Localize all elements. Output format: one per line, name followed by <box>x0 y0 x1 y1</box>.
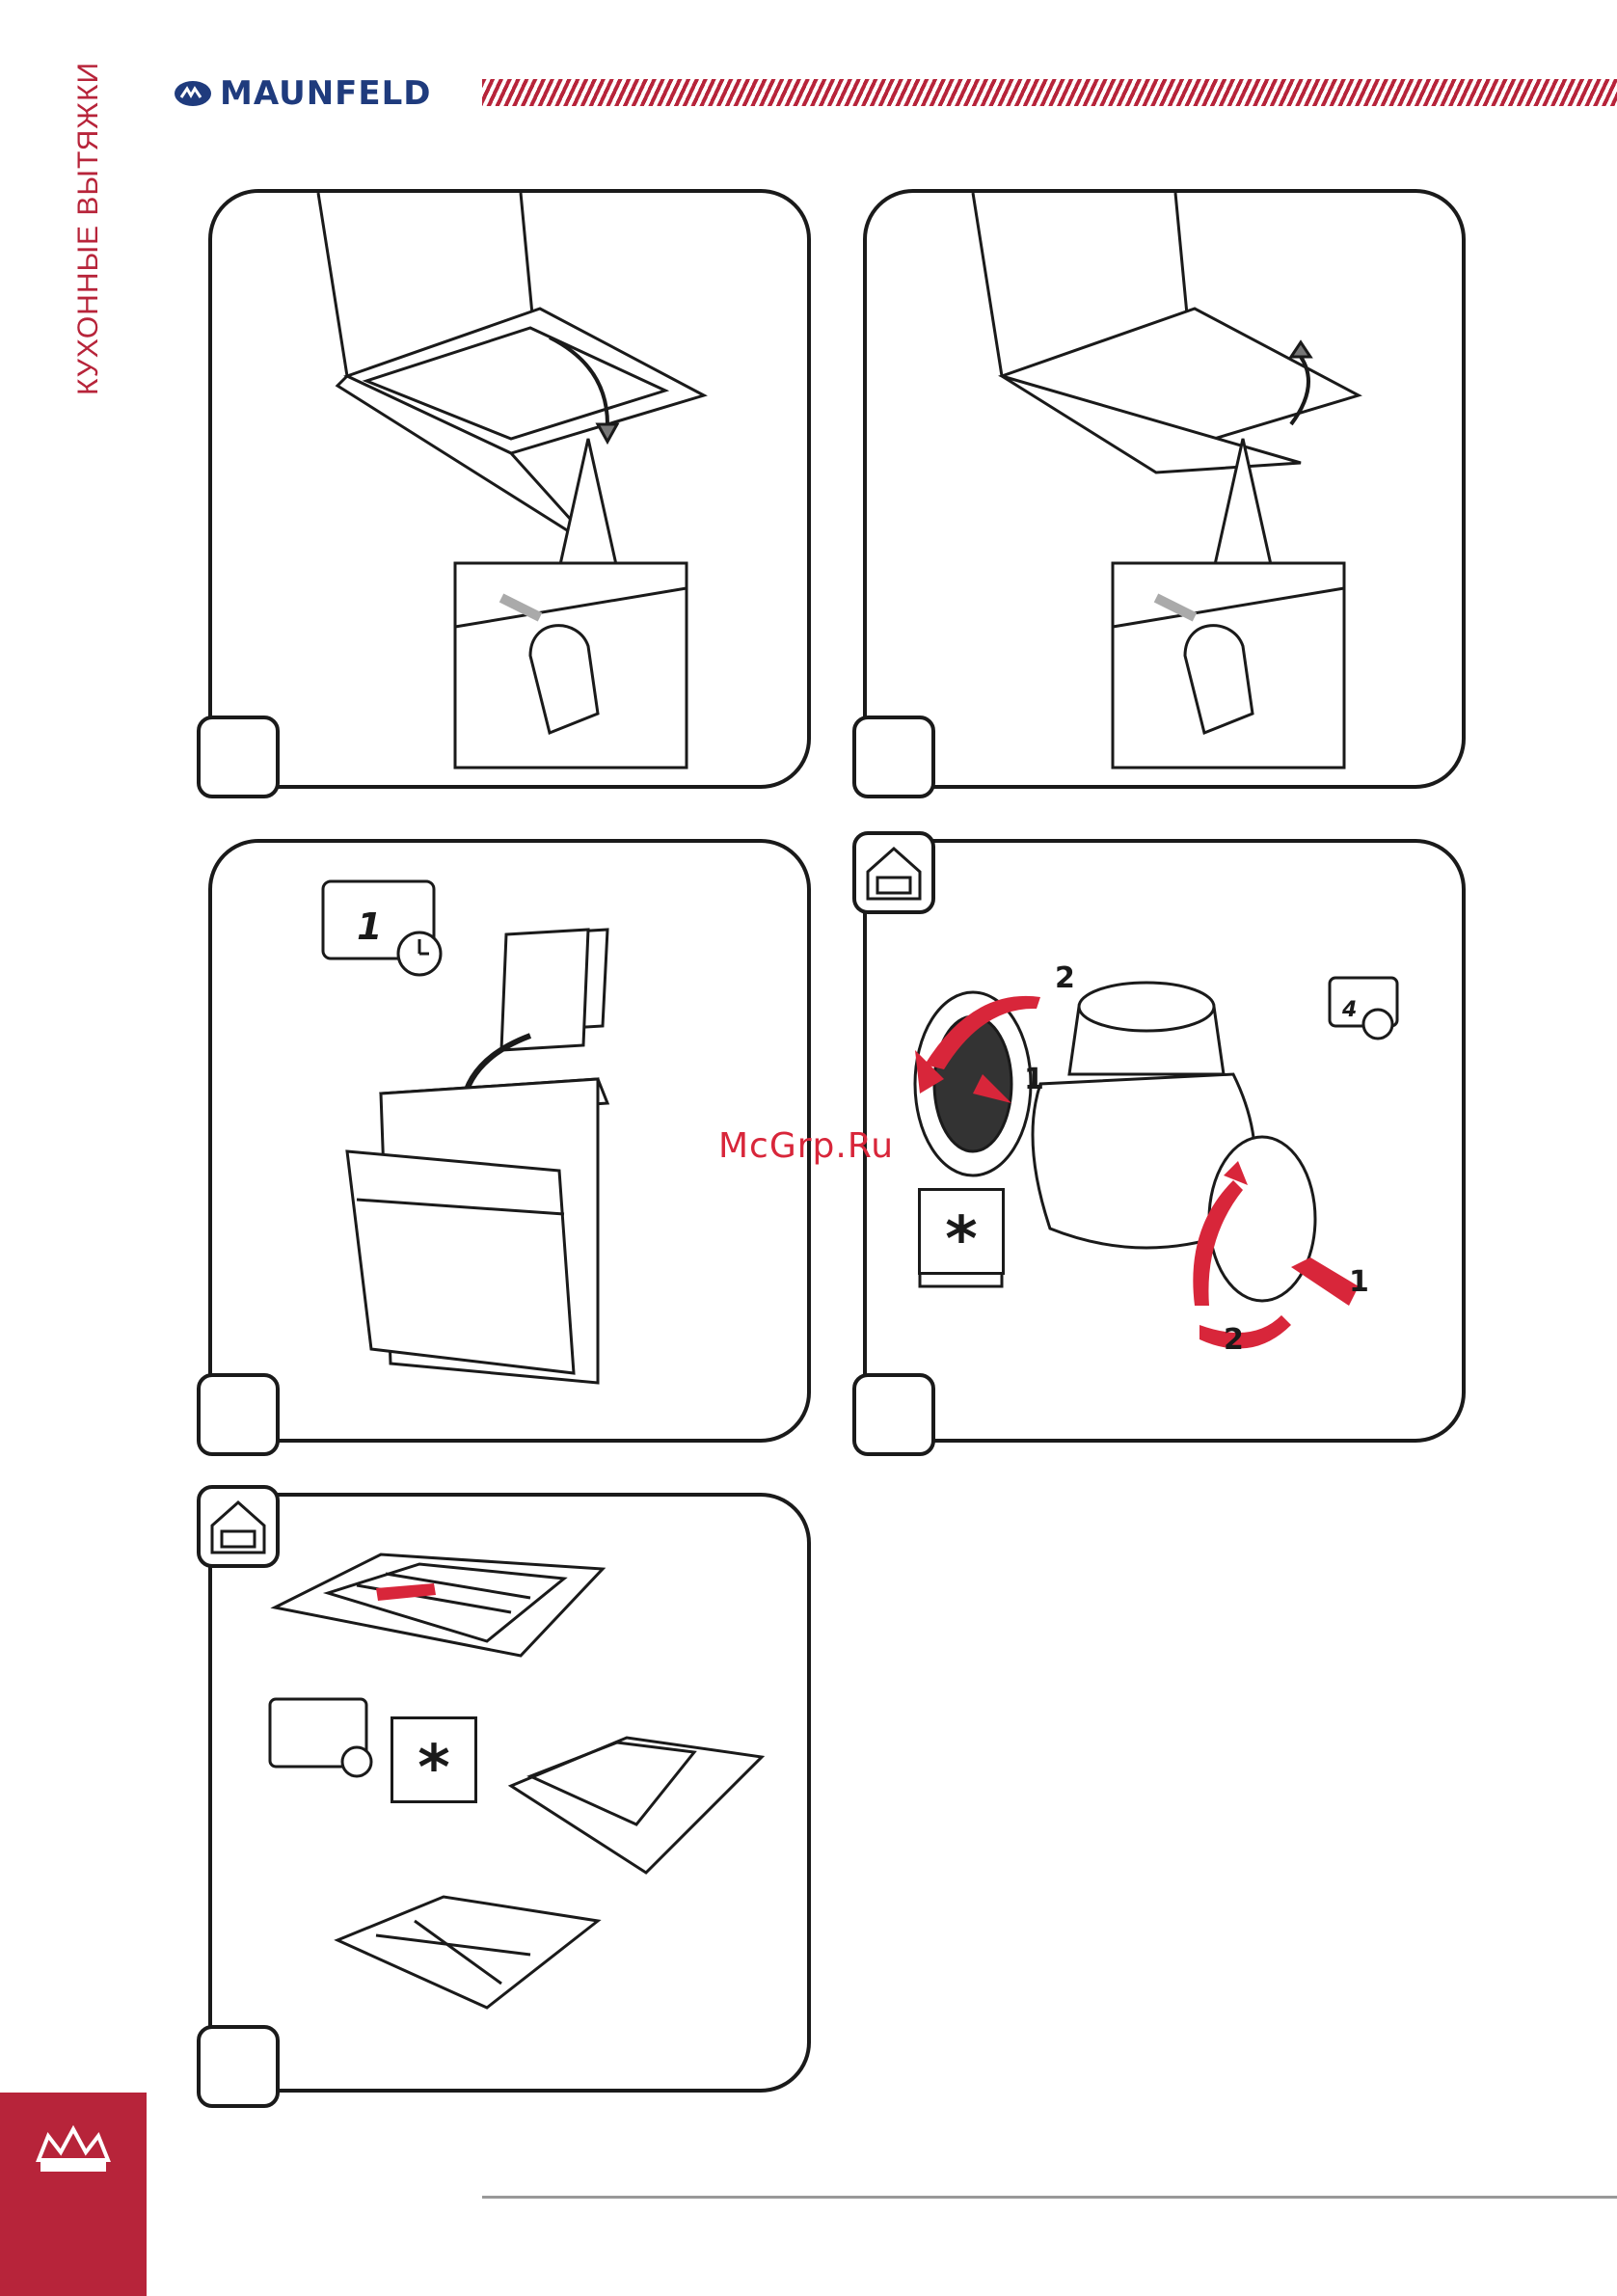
step-panel-5 <box>208 189 811 789</box>
step-number-box-5 <box>197 716 280 798</box>
footer-divider <box>482 2196 1617 2199</box>
note-mark-box: * <box>918 1188 1005 1275</box>
step-number-box-6 <box>852 716 935 798</box>
brand-name: MAUNFELD <box>220 74 432 113</box>
hood-filter-release-illustration <box>212 193 807 785</box>
calendar-month-count: 1 <box>357 905 382 948</box>
home-replace-icon <box>197 1485 280 1568</box>
arrow-label-press-left: 1 <box>1024 1063 1044 1096</box>
watermark-text: McGrp.Ru <box>718 1126 894 1166</box>
section-title: КУХОННЫЕ ВЫТЯЖКИ <box>60 69 118 388</box>
footer-brand-band <box>0 2093 147 2296</box>
arrow-label-rotate-left: 2 <box>1055 961 1075 995</box>
step-panel-8: 2 1 1 2 4 <box>863 839 1466 1443</box>
brand-logo: MAUNFELD <box>174 69 432 118</box>
header-stripe <box>482 79 1617 106</box>
step-panel-6 <box>863 189 1466 789</box>
step-number-box-8 <box>852 1373 935 1456</box>
carbon-filter-replace-illustration: 2 1 1 2 4 <box>867 843 1462 1439</box>
calendar-month-count: 4 <box>1341 998 1357 1022</box>
arrow-label-press-right: 1 <box>1349 1265 1369 1299</box>
home-replace-icon <box>852 831 935 914</box>
arrow-label-rotate-right: 2 <box>1224 1323 1244 1357</box>
step-number-box-7 <box>197 1373 280 1456</box>
step-number-box-9 <box>197 2025 280 2108</box>
step-panel-9 <box>208 1493 811 2093</box>
crown-emblem-icon <box>0 2093 147 2208</box>
hood-filter-close-illustration <box>867 193 1462 785</box>
note-mark-box: * <box>391 1716 477 1803</box>
brand-emblem-icon <box>174 79 212 108</box>
grease-filter-cassette-illustration <box>212 1497 807 2089</box>
